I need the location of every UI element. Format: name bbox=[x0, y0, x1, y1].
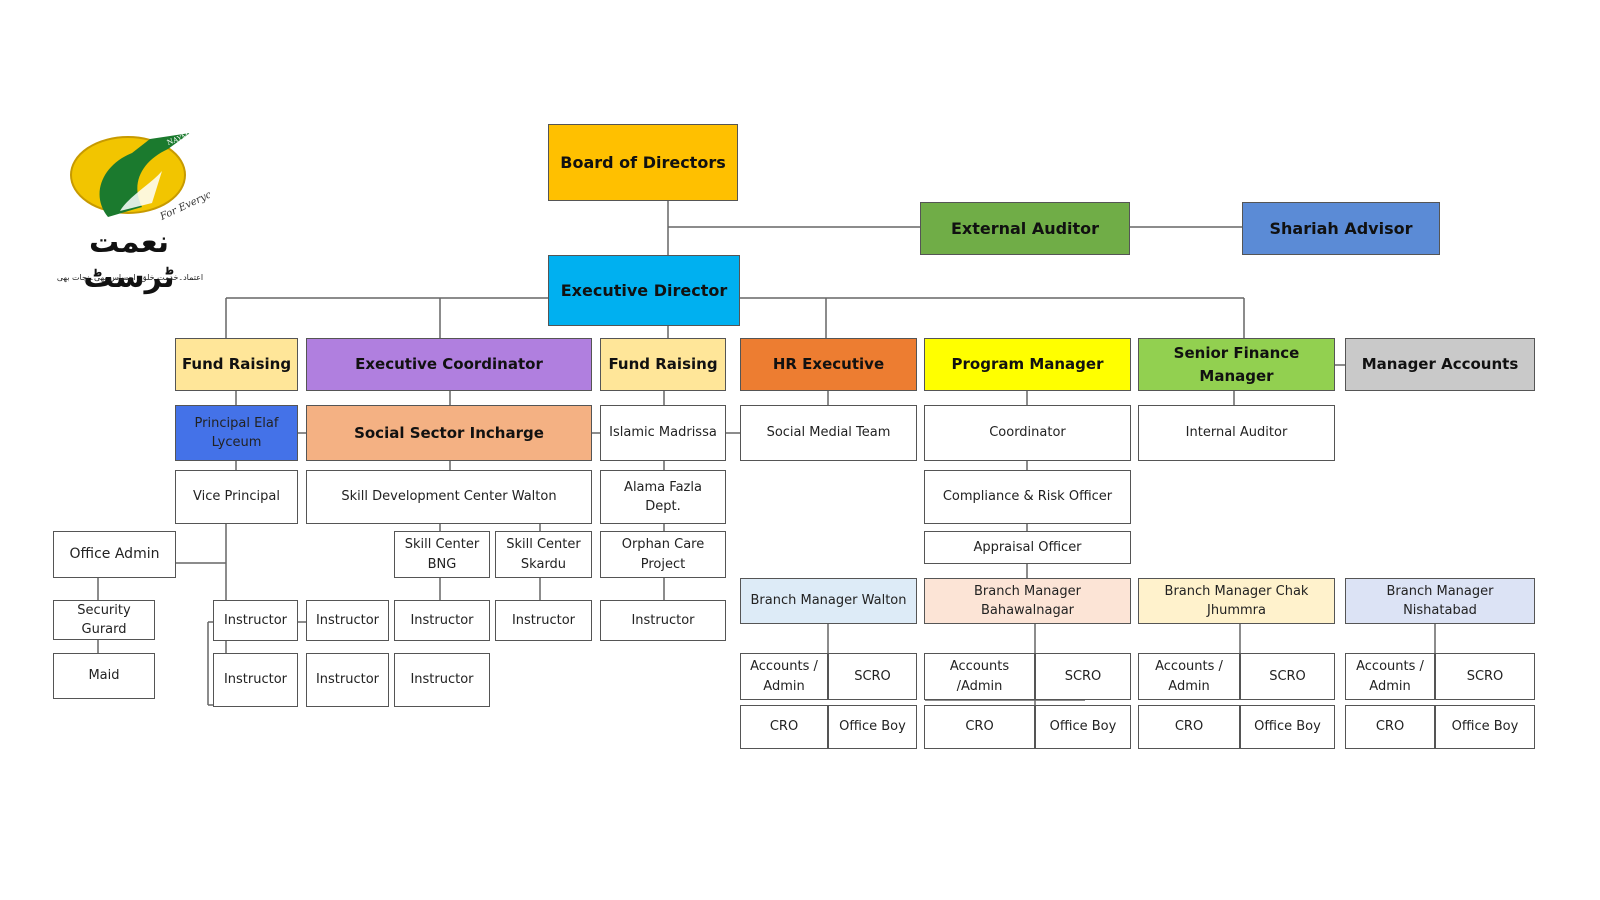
nishatabad-cro-box: CRO bbox=[1345, 705, 1435, 749]
vice-principal-box: Vice Principal bbox=[175, 470, 298, 524]
walton-scro-box: SCRO bbox=[828, 653, 917, 700]
instructor-box: Instructor bbox=[495, 600, 592, 641]
logo-urdu-name: نعمت ٹرسٹ bbox=[83, 225, 175, 295]
shariah-advisor-box: Shariah Advisor bbox=[1242, 202, 1440, 255]
executive-coordinator-box: Executive Coordinator bbox=[306, 338, 592, 391]
walton-cro-box: CRO bbox=[740, 705, 828, 749]
skill-center-bng-box: Skill Center BNG bbox=[394, 531, 490, 578]
external-auditor-box: External Auditor bbox=[920, 202, 1130, 255]
walton-office-boy-box: Office Boy bbox=[828, 705, 917, 749]
walton-accounts-admin-box: Accounts / Admin bbox=[740, 653, 828, 700]
logo-urdu-motto: اعتماد۔خدمت خلق۔احساس بھی۔نجات بھی bbox=[56, 273, 204, 282]
program-manager-box: Program Manager bbox=[924, 338, 1131, 391]
nishatabad-scro-box: SCRO bbox=[1435, 653, 1535, 700]
skill-development-center-walton-box: Skill Development Center Walton bbox=[306, 470, 592, 524]
social-media-team-box: Social Medial Team bbox=[740, 405, 917, 461]
instructor-box: Instructor bbox=[306, 600, 389, 641]
orphan-care-project-box: Orphan Care Project bbox=[600, 531, 726, 578]
principal-elaf-lyceum-box: Principal Elaf Lyceum bbox=[175, 405, 298, 461]
manager-accounts-box: Manager Accounts bbox=[1345, 338, 1535, 391]
bahawalnagar-cro-box: CRO bbox=[924, 705, 1035, 749]
branch-manager-chak-jhummra-box: Branch Manager Chak Jhummra bbox=[1138, 578, 1335, 624]
bahawalnagar-accounts-admin-box: Accounts /Admin bbox=[924, 653, 1035, 700]
board-of-directors-box: Board of Directors bbox=[548, 124, 738, 201]
skill-center-skardu-box: Skill Center Skardu bbox=[495, 531, 592, 578]
branch-manager-nishatabad-box: Branch Manager Nishatabad bbox=[1345, 578, 1535, 624]
executive-director-box: Executive Director bbox=[548, 255, 740, 326]
security-guard-box: Security Gurard bbox=[53, 600, 155, 640]
svg-text:NAYMET: NAYMET bbox=[166, 128, 200, 147]
internal-auditor-box: Internal Auditor bbox=[1138, 405, 1335, 461]
instructor-box: Instructor bbox=[213, 653, 298, 707]
branch-manager-walton-box: Branch Manager Walton bbox=[740, 578, 917, 624]
branch-manager-bahawalnagar-box: Branch Manager Bahawalnagar bbox=[924, 578, 1131, 624]
instructor-box: Instructor bbox=[394, 653, 490, 707]
bahawalnagar-scro-box: SCRO bbox=[1035, 653, 1131, 700]
coordinator-box: Coordinator bbox=[924, 405, 1131, 461]
instructor-box: Instructor bbox=[600, 600, 726, 641]
social-sector-incharge-box: Social Sector Incharge bbox=[306, 405, 592, 461]
bahawalnagar-office-boy-box: Office Boy bbox=[1035, 705, 1131, 749]
fund-raising-box-2: Fund Raising bbox=[600, 338, 726, 391]
naymet-trust-logo: NAYMET For Everyone نعمت ٹرسٹ اعتماد۔خدم… bbox=[50, 125, 225, 295]
senior-finance-manager-box: Senior Finance Manager bbox=[1138, 338, 1335, 391]
chak-jhummra-office-boy-box: Office Boy bbox=[1240, 705, 1335, 749]
chak-jhummra-cro-box: CRO bbox=[1138, 705, 1240, 749]
chak-jhummra-scro-box: SCRO bbox=[1240, 653, 1335, 700]
hr-executive-box: HR Executive bbox=[740, 338, 917, 391]
fund-raising-box-1: Fund Raising bbox=[175, 338, 298, 391]
instructor-box: Instructor bbox=[394, 600, 490, 641]
nishatabad-accounts-admin-box: Accounts / Admin bbox=[1345, 653, 1435, 700]
instructor-box: Instructor bbox=[213, 600, 298, 641]
compliance-risk-officer-box: Compliance & Risk Officer bbox=[924, 470, 1131, 524]
islamic-madrissa-box: Islamic Madrissa bbox=[600, 405, 726, 461]
instructor-box: Instructor bbox=[306, 653, 389, 707]
appraisal-officer-box: Appraisal Officer bbox=[924, 531, 1131, 564]
nishatabad-office-boy-box: Office Boy bbox=[1435, 705, 1535, 749]
chak-jhummra-accounts-admin-box: Accounts / Admin bbox=[1138, 653, 1240, 700]
alama-fazla-dept-box: Alama Fazla Dept. bbox=[600, 470, 726, 524]
office-admin-box: Office Admin bbox=[53, 531, 176, 578]
maid-box: Maid bbox=[53, 653, 155, 699]
